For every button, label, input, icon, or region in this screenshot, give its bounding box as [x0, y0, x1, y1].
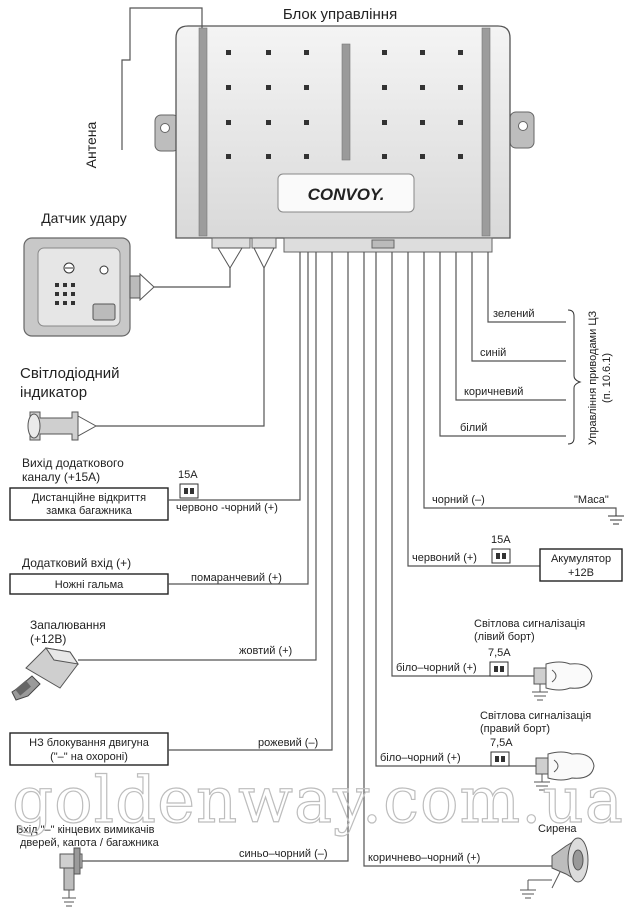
immobilizer-box-line2: ("–" на охороні) [50, 751, 128, 763]
battery-fuse-rating: 15А [491, 534, 511, 546]
trunk-caption-line2: каналу (+15А) [22, 470, 100, 484]
antenna: Антена [83, 7, 203, 168]
battery-wire-label: червоний (+) [412, 552, 477, 564]
antenna-label: Антена [83, 121, 99, 168]
battery-box-line2: +12В [568, 567, 594, 579]
immobilizer: НЗ блокування двигуна ("–" на охороні) р… [9, 252, 333, 766]
cl-wire-brown: коричневий [464, 386, 523, 398]
shock-sensor-label: Датчик удару [41, 210, 127, 226]
immobilizer-box-line1: НЗ блокування двигуна [29, 737, 150, 749]
connector-led [251, 237, 277, 249]
siren-wire-label: коричнево–чорний (+) [368, 852, 480, 864]
battery-box-line1: Акумулятор [551, 553, 611, 565]
trunk-caption-line1: Вихід додаткового [22, 456, 124, 470]
brake-box-label: Ножні гальма [55, 579, 124, 591]
lights-right-line1: Світлова сигналізація [480, 710, 591, 722]
ignition-label-line2: (+12В) [30, 632, 66, 646]
trunk-output: Вихід додаткового каналу (+15А) Дистанці… [9, 252, 301, 521]
connector-sensor [211, 237, 251, 249]
brake-input: Додатковий вхід (+) Ножні гальма помаран… [9, 252, 309, 595]
cl-wire-white: білий [460, 422, 487, 434]
control-unit-title: Блок управління [283, 6, 397, 23]
trunk-wire-label: червоно -чорний (+) [176, 502, 278, 514]
door-label-line2: дверей, капота / багажника [20, 837, 160, 849]
brake-wire-label: помаранчевий (+) [191, 572, 282, 584]
cl-ref: (п. 10.6.1) [601, 353, 613, 403]
cl-wire-blue: синій [480, 347, 506, 359]
door-label-line1: Вхід "–" кінцевих вимикачів [16, 824, 155, 836]
cl-title: Управління приводами ЦЗ [587, 311, 599, 446]
siren: Сирена коричнево–чорний (+) [363, 252, 589, 899]
siren-label: Сирена [538, 823, 577, 835]
door-switch: Вхід "–" кінцевих вимикачів дверей, капо… [16, 252, 349, 907]
lights-left-line1: Світлова сигналізація [474, 618, 585, 630]
lights-right: Світлова сигналізація (правий борт) біло… [375, 252, 595, 791]
brand-logo: CONVOY. [308, 185, 385, 204]
door-wire-label: синьо–чорний (–) [239, 848, 328, 860]
watermark: goldenway.com.ua [12, 764, 624, 838]
led-label-line2: індикатор [20, 384, 87, 401]
ignition: Запалювання (+12В) жовтий (+) [11, 252, 317, 701]
shock-sensor: Датчик удару [23, 210, 231, 337]
trunk-fuse-rating: 15А [178, 469, 198, 481]
immobilizer-wire-label: рожевий (–) [258, 737, 318, 749]
lights-left-wire-label: біло–чорний (+) [396, 662, 477, 674]
lights-left-fuse-rating: 7,5А [488, 647, 511, 659]
ignition-label-line1: Запалювання [30, 618, 106, 632]
cl-wire-green: зелений [493, 308, 535, 320]
lights-right-line2: (правий борт) [480, 723, 550, 735]
ignition-wire-label: жовтий (+) [239, 645, 292, 657]
vent-dots [226, 50, 463, 159]
trunk-box-line2: замка багажника [46, 505, 133, 517]
control-unit: Блок управління CONVOY. [154, 6, 535, 270]
brake-caption: Додатковий вхід (+) [22, 556, 131, 570]
lights-right-fuse-rating: 7,5А [490, 737, 513, 749]
lights-right-wire-label: біло–чорний (+) [380, 752, 461, 764]
trunk-box-line1: Дистанційне відкриття [32, 492, 146, 504]
lights-left: Світлова сигналізація (лівий борт) біло–… [391, 252, 593, 701]
ground-wire-label: чорний (–) [432, 494, 485, 506]
ground-wire: чорний (–) "Маса" [423, 252, 624, 525]
brand-plate [277, 173, 415, 213]
central-lock: зелений синій коричневий білий Управлінн… [439, 252, 613, 446]
led-label-line1: Світлодіодний [20, 365, 120, 382]
lights-left-line2: (лівий борт) [474, 631, 535, 643]
battery: червоний (+) 15А Акумулятор +12В [407, 252, 623, 582]
ground-label: "Маса" [574, 494, 609, 506]
led-indicator: Світлодіодний індикатор [20, 268, 265, 441]
